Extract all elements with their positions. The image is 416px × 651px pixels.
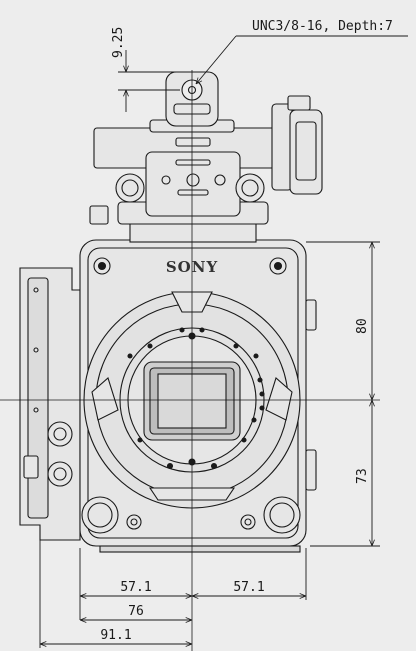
centerlines bbox=[0, 70, 380, 651]
dim-upper-height-label: 80 bbox=[355, 318, 370, 334]
top-handle bbox=[89, 71, 323, 243]
dim-mid-width-label: 76 bbox=[128, 604, 144, 619]
dimension-lines bbox=[39, 35, 408, 648]
dim-top-offset-label: 9.25 bbox=[111, 27, 126, 58]
thread-spec-label: UNC3/8-16, Depth:7 bbox=[252, 19, 393, 34]
dim-full-width-label: 91.1 bbox=[100, 628, 131, 643]
dim-right-half-label: 57.1 bbox=[233, 580, 264, 595]
dim-left-half-label: 57.1 bbox=[120, 580, 151, 595]
brand-logo: SONY bbox=[166, 258, 218, 276]
dim-lower-height-label: 73 bbox=[355, 468, 370, 484]
